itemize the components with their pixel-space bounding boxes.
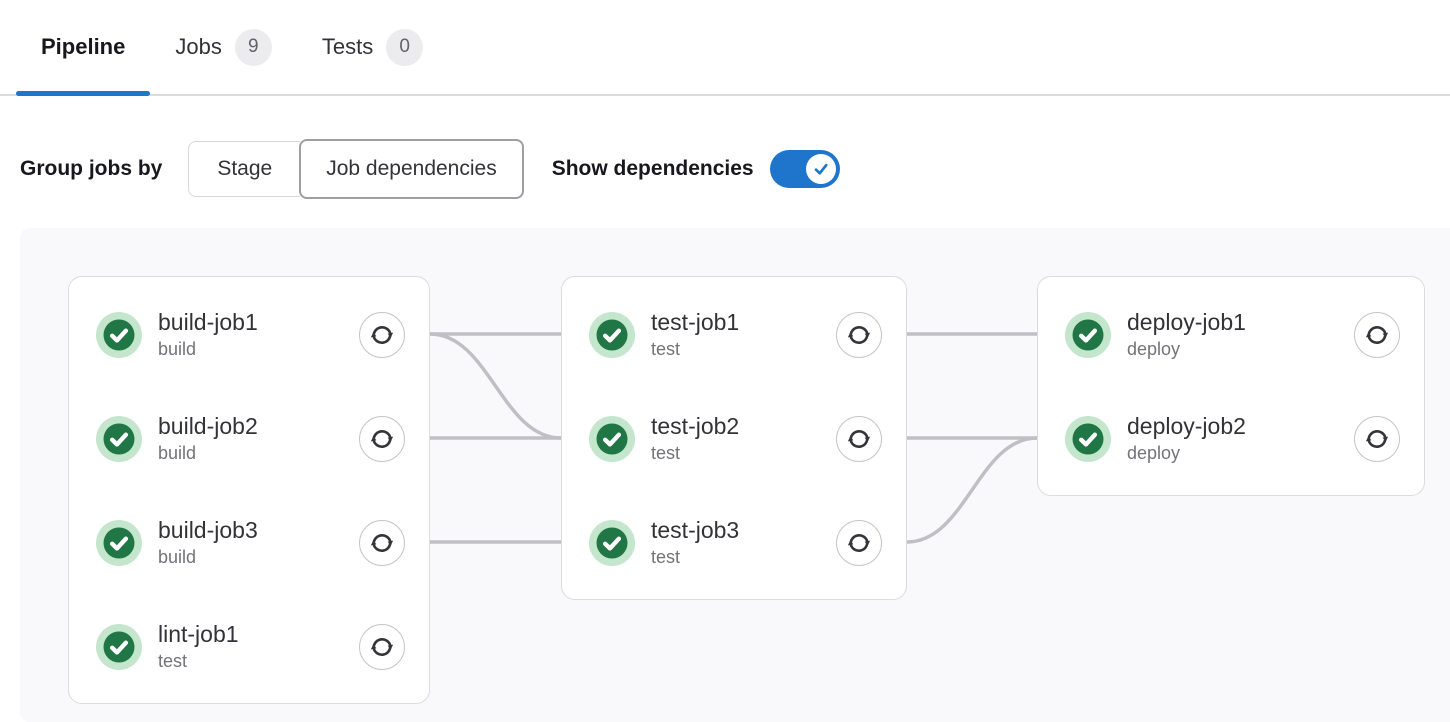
status-success-icon [96,520,142,566]
graph-controls: Group jobs by Stage Job dependencies Sho… [20,136,1430,202]
status-success-icon [96,624,142,670]
retry-job-button[interactable] [836,312,882,358]
tab-pipeline[interactable]: Pipeline [16,0,151,96]
tab-pipeline-label: Pipeline [41,34,126,59]
retry-icon [370,326,394,344]
toggle-check-icon [814,163,828,175]
tab-jobs-label: Jobs [175,34,222,59]
job-item[interactable]: test-job2 test [562,387,906,491]
retry-job-button[interactable] [359,624,405,670]
show-dependencies-toggle[interactable] [769,150,840,188]
job-text: deploy-job1 deploy [1127,309,1246,360]
job-stage-label: test [651,546,681,567]
retry-job-button[interactable] [1354,416,1400,462]
job-group-card: test-job1 test test- [561,276,907,600]
job-text: build-job3 build [158,517,258,568]
retry-job-button[interactable] [836,520,882,566]
retry-icon [1365,430,1389,448]
job-item[interactable]: test-job1 test [562,283,906,387]
status-success-icon [96,312,142,358]
status-success-icon [589,416,635,462]
job-stage-label: build [158,338,197,359]
retry-icon [847,534,871,552]
job-stage-label: deploy [1127,442,1181,463]
job-group-card: deploy-job1 deploy d [1037,276,1425,496]
job-text: build-job1 build [158,309,258,360]
job-name-link[interactable]: build-job3 [158,517,258,544]
show-dependencies-label: Show dependencies [551,157,754,180]
job-name-link[interactable]: lint-job1 [158,621,239,648]
retry-job-button[interactable] [359,520,405,566]
job-text: build-job2 build [158,413,258,464]
job-stage-label: test [651,442,681,463]
job-name-link[interactable]: test-job2 [651,413,740,440]
tab-tests[interactable]: Tests 0 [297,0,448,94]
status-success-icon [589,520,635,566]
group-by-job-dependencies-button[interactable]: Job dependencies [299,138,524,200]
job-name-link[interactable]: test-job1 [651,309,740,336]
job-item[interactable]: build-job1 build [69,283,429,387]
status-success-icon [589,312,635,358]
job-stage-label: test [158,650,188,671]
group-by-stage-button[interactable]: Stage [188,140,301,198]
job-text: deploy-job2 deploy [1127,413,1246,464]
job-text: lint-job1 test [158,621,239,672]
job-stage-label: build [158,442,197,463]
job-stage-label: test [651,338,681,359]
status-success-icon [96,416,142,462]
retry-icon [1365,326,1389,344]
retry-job-button[interactable] [359,312,405,358]
status-success-icon [1065,416,1111,462]
job-item[interactable]: deploy-job2 deploy [1038,387,1424,491]
tab-tests-label: Tests [321,34,374,59]
tab-jobs[interactable]: Jobs 9 [150,0,296,94]
job-text: test-job3 test [651,517,739,568]
retry-icon [370,534,394,552]
retry-icon [847,326,871,344]
job-item[interactable]: build-job3 build [69,491,429,595]
job-item[interactable]: deploy-job1 deploy [1038,283,1424,387]
retry-job-button[interactable] [359,416,405,462]
job-stage-label: build [158,546,197,567]
job-name-link[interactable]: deploy-job2 [1127,413,1246,440]
retry-icon [370,638,394,656]
retry-icon [847,430,871,448]
job-text: test-job2 test [651,413,739,464]
dependency-lines [428,332,1039,544]
group-jobs-by-label: Group jobs by [20,157,163,180]
job-name-link[interactable]: build-job1 [158,309,258,336]
group-jobs-by-segmented-control: Stage Job dependencies [188,138,524,200]
job-item[interactable]: build-job2 build [69,387,429,491]
pipeline-tab-bar: Pipeline Jobs 9 Tests 0 [0,0,1450,96]
job-group-card: build-job1 build bui [68,276,430,704]
jobs-count-badge: 9 [234,28,272,66]
job-text: test-job1 test [651,309,739,360]
job-item[interactable]: test-job3 test [562,491,906,595]
retry-job-button[interactable] [836,416,882,462]
pipeline-graph-panel: build-job1 build bui [20,228,1450,722]
job-name-link[interactable]: deploy-job1 [1127,309,1246,336]
job-stage-label: deploy [1127,338,1181,359]
retry-icon [370,430,394,448]
retry-job-button[interactable] [1354,312,1400,358]
tests-count-badge: 0 [386,28,424,66]
job-item[interactable]: lint-job1 test [69,595,429,699]
status-success-icon [1065,312,1111,358]
job-name-link[interactable]: test-job3 [651,517,740,544]
job-name-link[interactable]: build-job2 [158,413,258,440]
toggle-knob [805,154,836,184]
